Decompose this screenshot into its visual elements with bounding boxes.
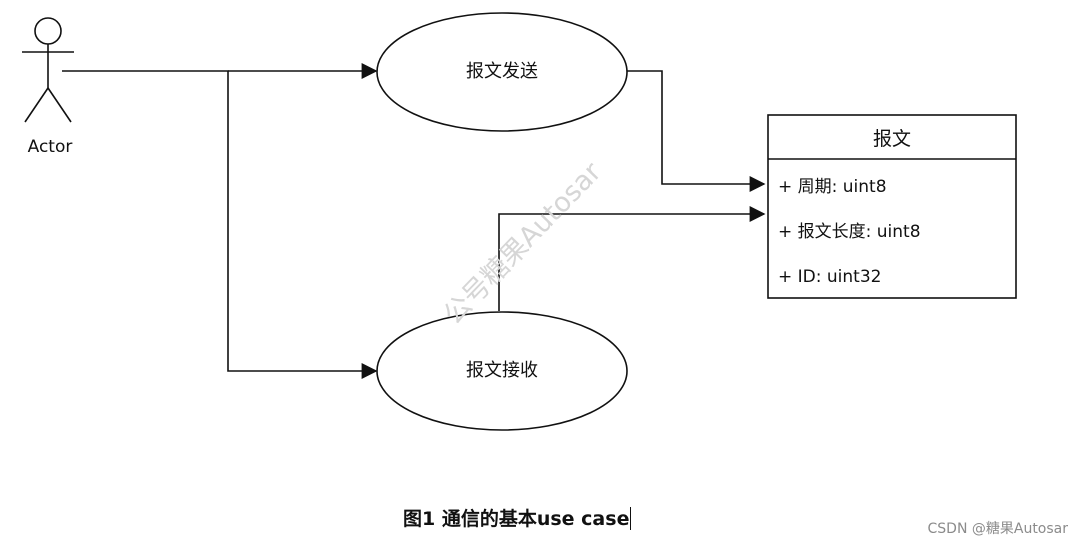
message-attribute-length: + 报文长度: uint8 <box>778 222 921 242</box>
use-case-send <box>376 12 628 132</box>
actor-to-receive-connector <box>62 70 378 379</box>
actor-head <box>34 17 62 45</box>
use-case-send-label: 报文发送 <box>466 61 538 82</box>
send-to-message-connector <box>627 70 766 192</box>
message-attribute-id: + ID: uint32 <box>778 267 881 287</box>
figure-caption: 图1 通信的基本use case <box>403 504 632 531</box>
message-class-title: 报文 <box>873 128 911 150</box>
actor-right-leg <box>47 87 72 123</box>
use-case-receive <box>376 311 628 431</box>
message-class-box <box>767 114 1017 299</box>
actor-label: Actor <box>28 137 73 157</box>
figure-caption-text: 图1 通信的基本use case <box>403 508 630 530</box>
csdn-watermark: CSDN @糖果Autosar <box>927 521 1069 537</box>
actor-left-leg <box>24 87 49 123</box>
use-case-receive-label: 报文接收 <box>466 360 538 381</box>
diagonal-watermark: 公号糖果Autosar <box>438 156 608 331</box>
text-cursor-icon <box>630 507 632 530</box>
receive-to-message-connector <box>498 206 766 311</box>
actor-figure <box>22 17 74 123</box>
message-attribute-period: + 周期: uint8 <box>778 177 887 197</box>
